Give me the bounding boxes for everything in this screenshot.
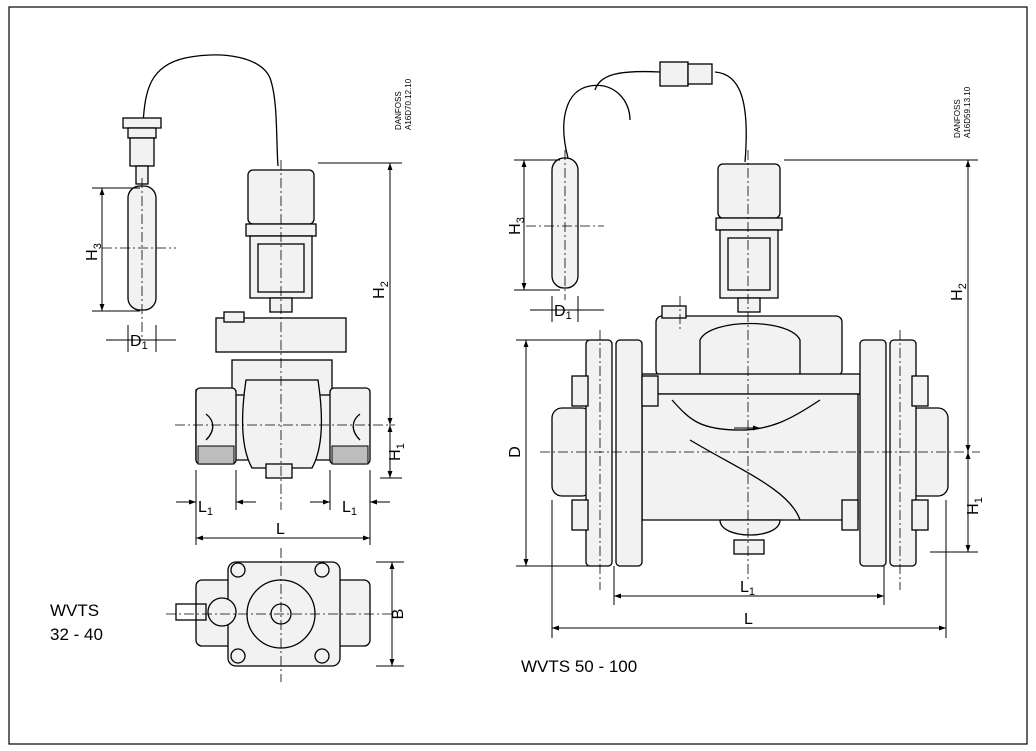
sheet-border xyxy=(8,6,1028,745)
left-dim-l: L xyxy=(276,521,285,538)
valve-large-side-view xyxy=(526,61,980,590)
left-dim-d1: D1 xyxy=(130,333,148,352)
svg-text:H3: H3 xyxy=(84,243,104,261)
svg-text:H2: H2 xyxy=(371,281,391,299)
right-dim-d1: D1 xyxy=(554,303,572,322)
left-dimensions xyxy=(92,162,402,545)
right-drawing-code-line1: DANFOSS xyxy=(953,99,962,138)
left-dim-h1: H1 xyxy=(387,443,407,461)
svg-text:D: D xyxy=(507,446,524,458)
valve-small-top-view xyxy=(166,548,404,682)
svg-text:H2: H2 xyxy=(949,283,969,301)
right-dim-l1: L1 xyxy=(740,579,755,598)
right-dimensions xyxy=(514,159,978,638)
svg-text:H1: H1 xyxy=(965,497,985,515)
left-drawing-code-line1: DANFOSS xyxy=(394,91,403,130)
left-model-label-line1: WVTS xyxy=(50,601,99,620)
left-dim-b: B xyxy=(390,609,407,620)
right-dim-h3: H3 xyxy=(507,217,527,235)
right-dim-h2: H2 xyxy=(949,283,969,301)
svg-text:H3: H3 xyxy=(507,217,527,235)
valve-small-side-view xyxy=(102,54,395,510)
right-model-label: WVTS 50 - 100 xyxy=(521,657,637,676)
left-dim-h2: H2 xyxy=(371,281,391,299)
left-model-label-line2: 32 - 40 xyxy=(50,625,103,644)
left-dim-l1-left: L1 xyxy=(198,499,213,518)
right-drawing-code-line2: A16D59.13.10 xyxy=(963,86,972,138)
right-dim-l: L xyxy=(744,611,753,628)
left-dim-l1-right: L1 xyxy=(342,499,357,518)
svg-text:B: B xyxy=(390,609,407,620)
right-dim-d: D xyxy=(507,446,524,458)
right-dim-h1: H1 xyxy=(965,497,985,515)
svg-text:H1: H1 xyxy=(387,443,407,461)
left-dim-h3: H3 xyxy=(84,243,104,261)
left-drawing-code-line2: A16D70.12.10 xyxy=(404,78,413,130)
